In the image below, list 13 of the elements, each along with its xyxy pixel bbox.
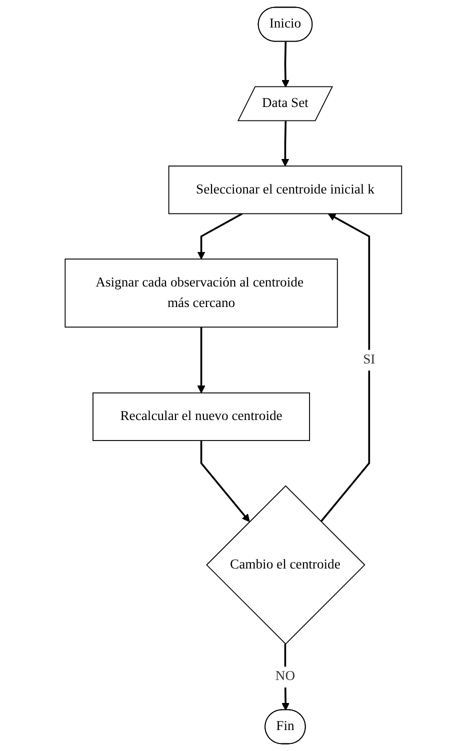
node-box: Asignar cada observación al centroide más cercano xyxy=(64,258,338,328)
arrow xyxy=(280,121,289,166)
edge-label: SI xyxy=(362,352,375,368)
arrow xyxy=(196,327,205,394)
arrow xyxy=(281,644,290,711)
node-box: Seleccionar el centroide inicial k xyxy=(168,166,402,214)
arrow xyxy=(196,212,242,260)
node-box: Recalcular el nuevo centroide xyxy=(92,392,310,441)
arrow xyxy=(320,213,370,522)
arrow xyxy=(200,440,250,522)
node-diamond: Cambio el centroide xyxy=(206,485,365,645)
arrow xyxy=(281,42,290,88)
edge-label: NO xyxy=(274,669,295,684)
